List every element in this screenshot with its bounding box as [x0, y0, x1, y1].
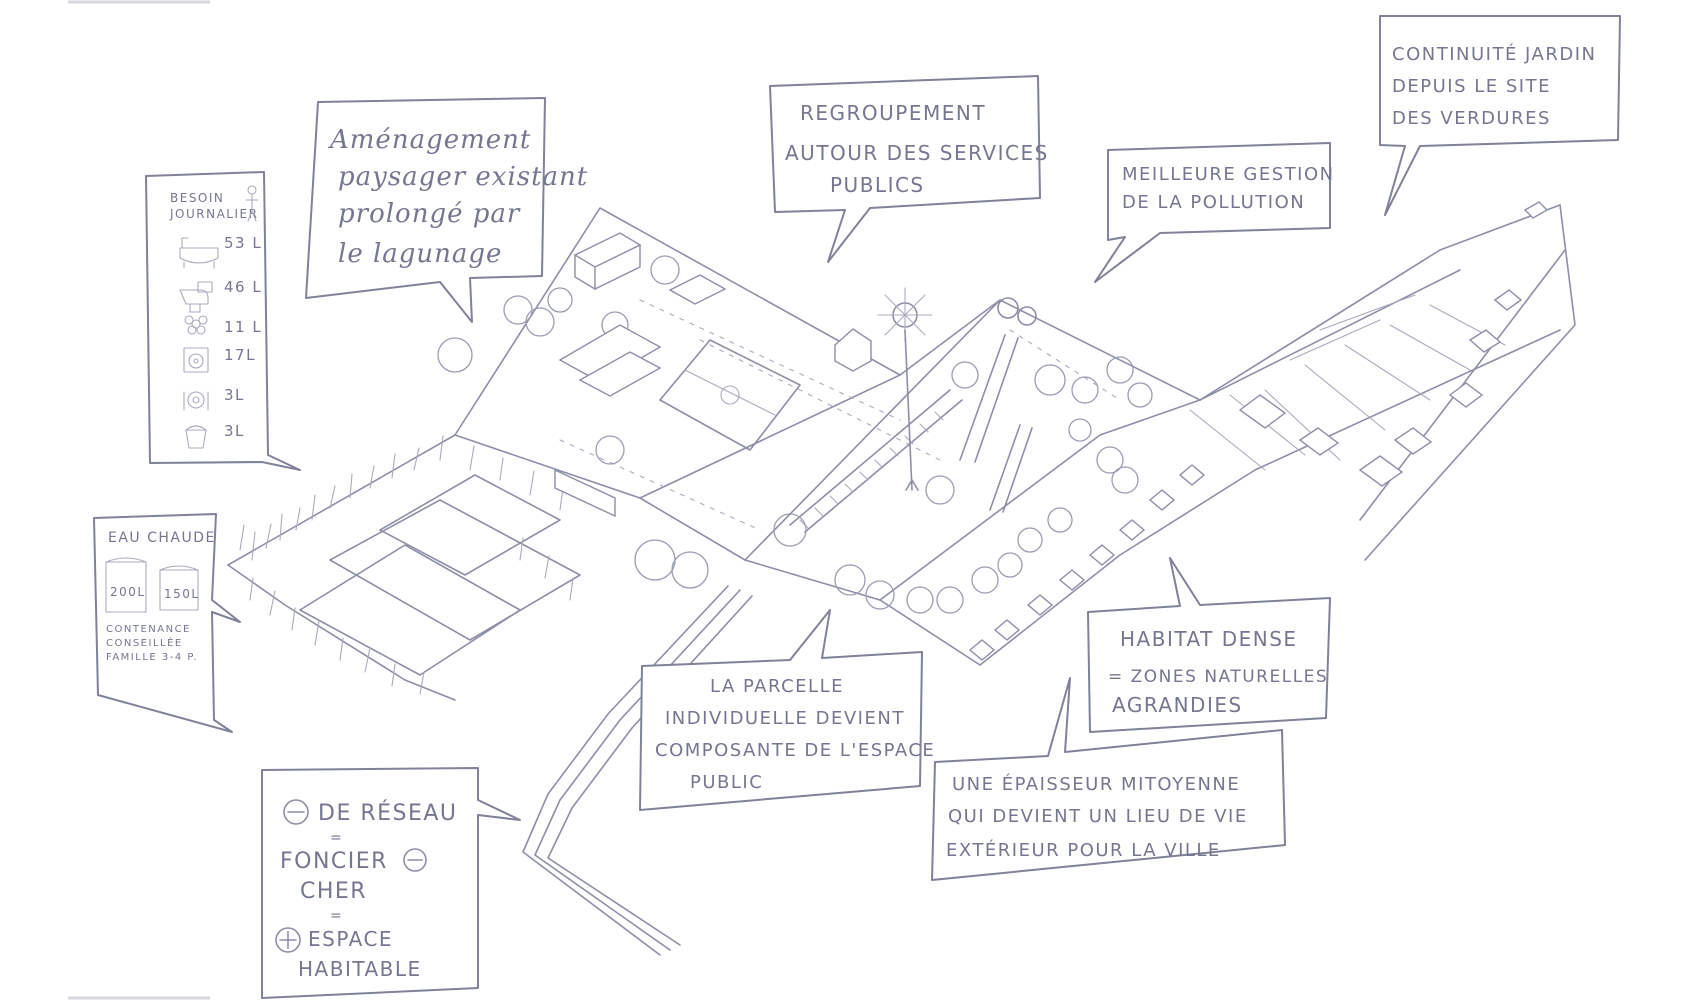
- buildings: [554, 201, 1549, 661]
- callout-parcelle-line: LA PARCELLE: [710, 676, 844, 697]
- callout-reseau-line: CHER: [300, 879, 367, 904]
- callout-continuite-line: CONTINUITÉ JARDIN: [1392, 43, 1597, 65]
- callout-reseau-line: =: [330, 830, 343, 846]
- callout-habitat-line: AGRANDIES: [1112, 693, 1243, 717]
- tank-capacity: 200L: [110, 585, 146, 599]
- callout-continuite-line: DEPUIS LE SITE: [1392, 76, 1551, 97]
- toilet-icon: [179, 281, 213, 313]
- eau-chaude-caption: FAMILLE 3-4 P.: [106, 652, 198, 663]
- callout-habitat-dense: HABITAT DENSE = ZONES NATURELLES AGRANDI…: [1087, 557, 1331, 733]
- callout-pollution-line: MEILLEURE GESTION: [1122, 164, 1335, 185]
- callout-parcelle-line: PUBLIC: [690, 772, 763, 793]
- minus-icon: [283, 799, 309, 825]
- water-tank-icon: [159, 565, 199, 611]
- callout-amenagement: Aménagement paysager existant prolongé p…: [305, 97, 588, 323]
- callout-habitat-line: HABITAT DENSE: [1120, 627, 1298, 651]
- callout-epaisseur-line: EXTÉRIEUR POUR LA VILLE: [946, 839, 1221, 861]
- plant-icon: [184, 315, 208, 335]
- eau-chaude-caption: CONSEILLÉE: [106, 636, 183, 649]
- callout-pollution: MEILLEURE GESTION DE LA POLLUTION: [1094, 142, 1335, 283]
- minus-icon: [403, 848, 427, 872]
- callout-amenagement-line: paysager existant: [338, 162, 588, 192]
- callout-reseau-line: =: [330, 908, 343, 924]
- callout-parcelle-line: INDIVIDUELLE DEVIENT: [665, 708, 905, 729]
- callout-regroupement-line: AUTOUR DES SERVICES: [785, 141, 1049, 165]
- callout-epaisseur-line: UNE ÉPAISSEUR MITOYENNE: [952, 773, 1240, 795]
- plus-icon: [275, 927, 301, 953]
- callout-reseau-line: HABITABLE: [298, 957, 422, 981]
- callout-amenagement-line: Aménagement: [328, 125, 531, 155]
- callout-reseau-line: DE RÉSEAU: [318, 800, 458, 826]
- callout-regroupement-line: PUBLICS: [830, 173, 925, 197]
- callout-reseau: DE RÉSEAU = FONCIER CHER = ESPACE HABITA…: [261, 767, 521, 999]
- besoin-value: 17L: [224, 346, 256, 364]
- besoin-value: 3L: [224, 386, 245, 404]
- callout-epaisseur-line: QUI DEVIENT UN LIEU DE VIE: [948, 806, 1248, 827]
- bucket-icon: [185, 425, 207, 449]
- tank-capacity: 150L: [164, 587, 200, 601]
- callout-continuite: CONTINUITÉ JARDIN DEPUIS LE SITE DES VER…: [1379, 15, 1621, 216]
- callout-parcelle: LA PARCELLE INDIVIDUELLE DEVIENT COMPOSA…: [639, 609, 935, 811]
- besoin-title: JOURNALIER: [169, 207, 258, 221]
- callout-amenagement-line: le lagunage: [338, 239, 502, 269]
- callout-reseau-line: ESPACE: [308, 927, 393, 951]
- person-icon: [245, 185, 259, 222]
- besoin-title: BESOIN: [170, 191, 224, 205]
- eau-chaude-title: EAU CHAUDE: [108, 530, 216, 546]
- callout-regroupement: REGROUPEMENT AUTOUR DES SERVICES PUBLICS: [769, 75, 1049, 263]
- panel-eau-chaude: EAU CHAUDE 200L 150L CONTENANCE CONSEILL…: [93, 513, 241, 733]
- water-tank-icon: [105, 557, 147, 613]
- besoin-value: 53 L: [224, 234, 262, 252]
- callout-reseau-line: FONCIER: [280, 849, 388, 874]
- callout-regroupement-line: REGROUPEMENT: [800, 101, 986, 125]
- besoin-value: 3L: [224, 422, 245, 440]
- callout-continuite-line: DES VERDURES: [1392, 108, 1551, 129]
- washing-machine-icon: [183, 347, 209, 373]
- trees: [437, 255, 1153, 614]
- callout-epaisseur: UNE ÉPAISSEUR MITOYENNE QUI DEVIENT UN L…: [931, 677, 1286, 881]
- callout-habitat-line: = ZONES NATURELLES: [1108, 667, 1328, 687]
- dishes-icon: [183, 391, 209, 411]
- bathtub-icon: [179, 237, 219, 269]
- callout-amenagement-line: prolongé par: [338, 199, 521, 229]
- besoin-value: 11 L: [224, 318, 262, 336]
- panel-besoin-journalier: BESOIN JOURNALIER 53 L 46 L 11 L 17L: [145, 171, 301, 471]
- site-plan-sketch: [227, 201, 1576, 956]
- callout-parcelle-line: COMPOSANTE DE L'ESPACE: [655, 740, 935, 761]
- eau-chaude-caption: CONTENANCE: [106, 624, 191, 635]
- besoin-value: 46 L: [224, 278, 262, 296]
- callout-pollution-line: DE LA POLLUTION: [1122, 192, 1305, 213]
